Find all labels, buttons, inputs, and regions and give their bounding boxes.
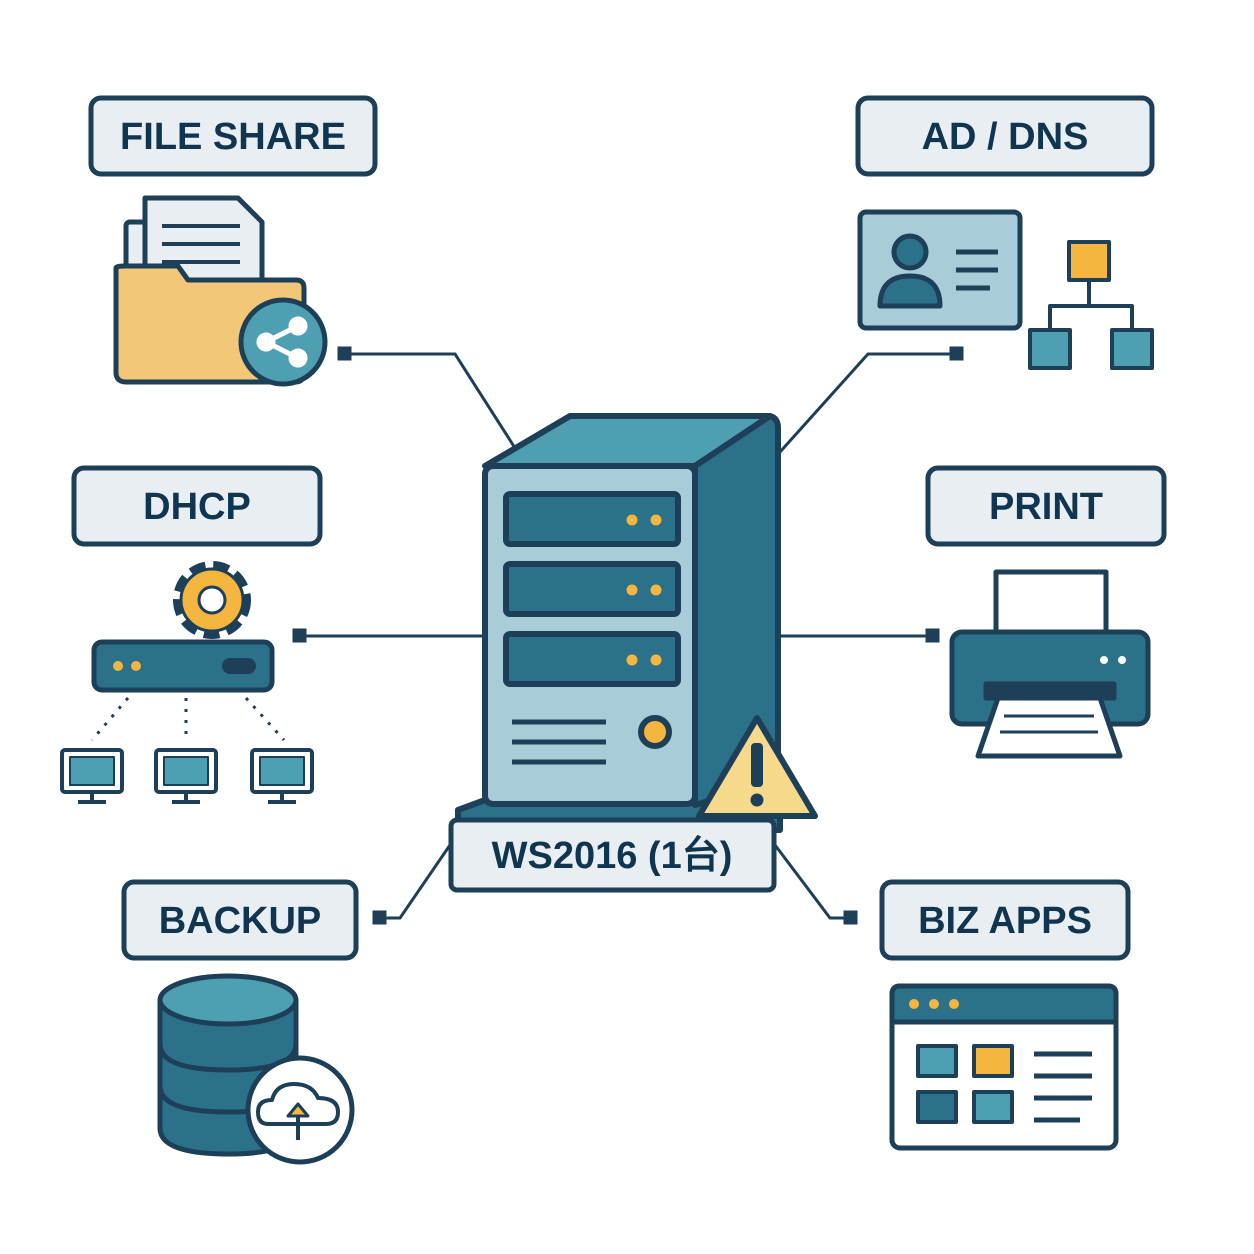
connector-end-backup	[372, 910, 387, 925]
connector-backup	[380, 844, 452, 920]
label-backup: BACKUP	[121, 879, 359, 961]
label-print-text: PRINT	[989, 486, 1103, 528]
hierarchy-icon	[1028, 240, 1154, 370]
label-biz-apps-text: BIZ APPS	[918, 900, 1092, 942]
printer-icon	[949, 569, 1151, 759]
connector-ad-dns	[778, 352, 957, 454]
power-button	[638, 715, 672, 749]
label-biz-apps: BIZ APPS	[879, 879, 1131, 961]
label-print: PRINT	[925, 465, 1167, 547]
connector-file-share	[345, 352, 517, 449]
label-dhcp-text: DHCP	[143, 486, 251, 528]
connector-biz-apps	[773, 844, 850, 920]
label-dhcp: DHCP	[71, 465, 323, 547]
client-computer-icon-2	[154, 748, 218, 804]
connector-end-dhcp	[292, 628, 307, 643]
server-label: WS2016 (1台)	[448, 817, 777, 893]
folder-share-icon	[113, 195, 328, 387]
client-computer-icon-3	[250, 748, 314, 804]
share-icon	[256, 316, 308, 368]
drive-bay-2	[503, 561, 681, 617]
dhcp-link-lines	[90, 696, 286, 742]
id-card-icon	[857, 209, 1023, 331]
label-backup-text: BACKUP	[159, 900, 322, 942]
drive-bay-1	[503, 491, 681, 547]
dhcp-router-icon	[91, 639, 275, 693]
label-file-share: FILE SHARE	[88, 95, 378, 177]
connector-end-biz-apps	[843, 910, 858, 925]
connector-end-file-share	[337, 346, 352, 361]
label-ad-dns-text: AD / DNS	[922, 116, 1089, 158]
warning-icon	[696, 715, 818, 819]
gear-icon	[173, 561, 251, 639]
connector-end-print	[925, 628, 940, 643]
cloud-upload-icon	[245, 1055, 355, 1165]
connector-lines	[292, 346, 964, 925]
drive-leds	[626, 514, 662, 666]
client-computer-icons	[60, 748, 314, 804]
server-label-text: WS2016 (1台)	[492, 835, 733, 877]
server-side	[692, 413, 781, 808]
label-file-share-text: FILE SHARE	[120, 116, 346, 158]
connector-end-ad-dns	[949, 346, 964, 361]
label-ad-dns: AD / DNS	[855, 95, 1155, 177]
drive-bay-3	[503, 631, 681, 687]
client-computer-icon-1	[60, 748, 124, 804]
app-window-icon	[889, 983, 1119, 1151]
